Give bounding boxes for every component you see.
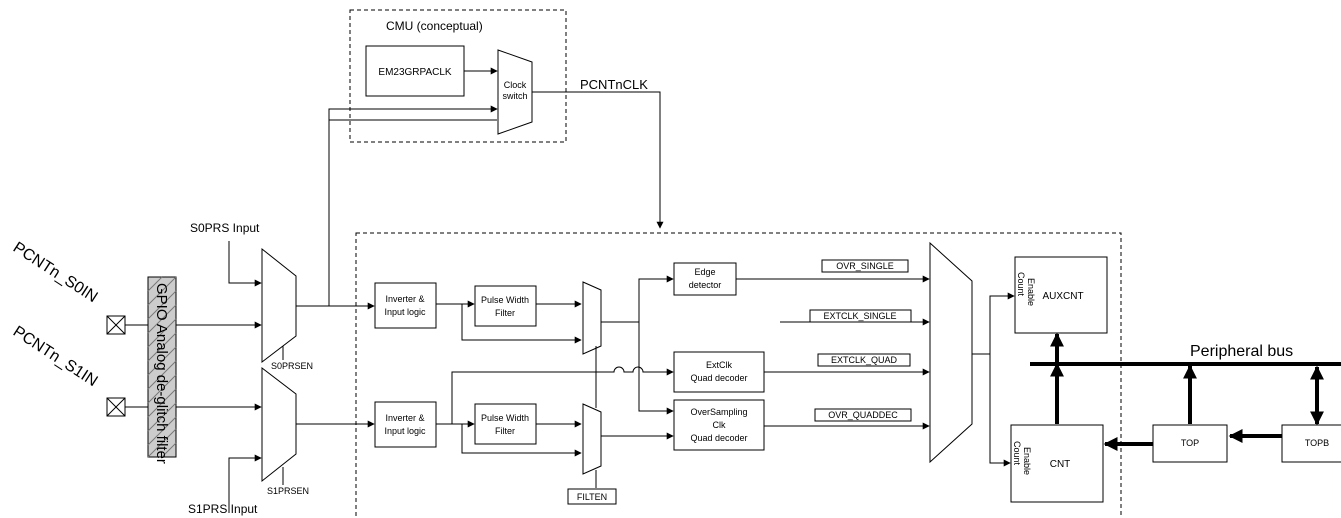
topb-label: TOPB xyxy=(1305,438,1329,448)
pwf-block-top xyxy=(474,285,537,327)
s0-input-mux xyxy=(261,247,297,364)
pwf-top-label-1: Pulse Width xyxy=(481,295,529,305)
ovr-quaddec-tag xyxy=(814,408,912,422)
edge-detector-block xyxy=(673,262,737,296)
gpio-filter-label: GPIO Analog de-glitch filter xyxy=(153,283,170,464)
inverter-top-label-1: Inverter & xyxy=(385,294,424,304)
cnt-label: CNT xyxy=(1050,459,1071,470)
cnt-count-label: Count xyxy=(1012,441,1022,466)
pwf-bypass-top xyxy=(461,304,582,344)
clock-switch-label-2: switch xyxy=(502,91,527,101)
pwf-bypass-bottom xyxy=(461,424,582,457)
pcntnclk-line xyxy=(532,91,664,229)
s1in-pin xyxy=(106,397,126,417)
pwf-block-bottom xyxy=(474,403,537,445)
peripheral-bus-label: Peripheral bus xyxy=(1190,343,1293,360)
edge-detector-label-1: Edge xyxy=(694,267,715,277)
pwf-bottom-label-1: Pulse Width xyxy=(481,413,529,423)
extclk-single-tag xyxy=(809,309,912,323)
inverter-block-bottom xyxy=(374,401,437,448)
s1prs-input-label: S1PRS Input xyxy=(188,502,258,516)
top-to-edge-line xyxy=(601,275,674,323)
s0-clock-feed-line xyxy=(328,105,498,306)
extclk-quad-label-2: Quad decoder xyxy=(690,373,747,383)
extclk-quad-block xyxy=(673,351,765,393)
s0prs-input-line xyxy=(228,241,262,287)
top-label: TOP xyxy=(1181,438,1199,448)
cmu-region xyxy=(349,9,567,143)
extclk-quad-label: EXTCLK_QUAD xyxy=(831,355,898,365)
gpio-filter-hatch xyxy=(147,276,177,458)
extclk-quad-tag xyxy=(817,353,911,367)
ovs-quad-label-2: Clk xyxy=(713,420,726,430)
extclk-single-label: EXTCLK_SINGLE xyxy=(823,311,896,321)
clock-switch-label-1: Clock xyxy=(504,80,527,90)
s1-to-extclk-line xyxy=(451,366,674,424)
filter-mux-bottom xyxy=(582,403,602,475)
pwf-bottom-label-2: Filter xyxy=(495,426,515,436)
mode-to-cnt-line xyxy=(989,354,1011,467)
inverter-top-label-2: Input logic xyxy=(384,307,426,317)
top-to-ovs-line xyxy=(638,322,674,415)
filten-label: FILTEN xyxy=(577,492,607,502)
ovs-quad-block xyxy=(673,399,765,451)
em23grpaclk-block xyxy=(365,45,465,97)
ovr-quaddec-label: OVR_QUADDEC xyxy=(828,410,898,420)
pcntnclk-label: PCNTnCLK xyxy=(580,77,648,92)
s0prs-input-label: S0PRS Input xyxy=(190,221,260,235)
s0in-pin xyxy=(106,315,126,335)
s1in-label: PCNTn_S1IN xyxy=(10,323,101,390)
s0in-label: PCNTn_S0IN xyxy=(10,239,101,306)
mode-to-auxcnt-line xyxy=(972,292,1015,355)
auxcnt-enable-label: Enable xyxy=(1026,278,1036,306)
cnt-block xyxy=(1010,424,1104,503)
auxcnt-label: AUXCNT xyxy=(1042,291,1083,302)
top-block xyxy=(1152,424,1228,463)
s1prs-input-line xyxy=(228,454,262,513)
auxcnt-count-label: Count xyxy=(1016,272,1026,297)
s0prsen-label: S0PRSEN xyxy=(271,361,313,371)
ovr-single-label: OVR_SINGLE xyxy=(836,261,894,271)
ovs-quad-label-3: Quad decoder xyxy=(690,433,747,443)
pwf-top-label-2: Filter xyxy=(495,308,515,318)
em23grpaclk-label: EM23GRPACLK xyxy=(378,67,452,78)
ovr-single-tag xyxy=(821,259,909,273)
filten-box xyxy=(567,488,617,505)
clock-switch-mux xyxy=(497,49,533,135)
inverter-bottom-label-1: Inverter & xyxy=(385,413,424,423)
inverter-block-top xyxy=(374,282,437,329)
s1-input-mux xyxy=(261,366,297,483)
ovs-quad-label-1: OverSampling xyxy=(690,407,747,417)
auxcnt-block xyxy=(1014,256,1108,334)
s1prsen-label: S1PRSEN xyxy=(267,486,309,496)
inverter-bottom-label-2: Input logic xyxy=(384,426,426,436)
cmu-title: CMU (conceptual) xyxy=(386,19,483,33)
cnt-enable-label: Enable xyxy=(1022,447,1032,475)
extclk-quad-label-1: ExtClk xyxy=(706,360,733,370)
filter-mux-top xyxy=(582,281,602,355)
topb-block xyxy=(1281,424,1341,463)
pcnt-region xyxy=(355,232,1122,518)
edge-detector-label-2: detector xyxy=(689,280,722,290)
mode-mux xyxy=(929,241,973,464)
